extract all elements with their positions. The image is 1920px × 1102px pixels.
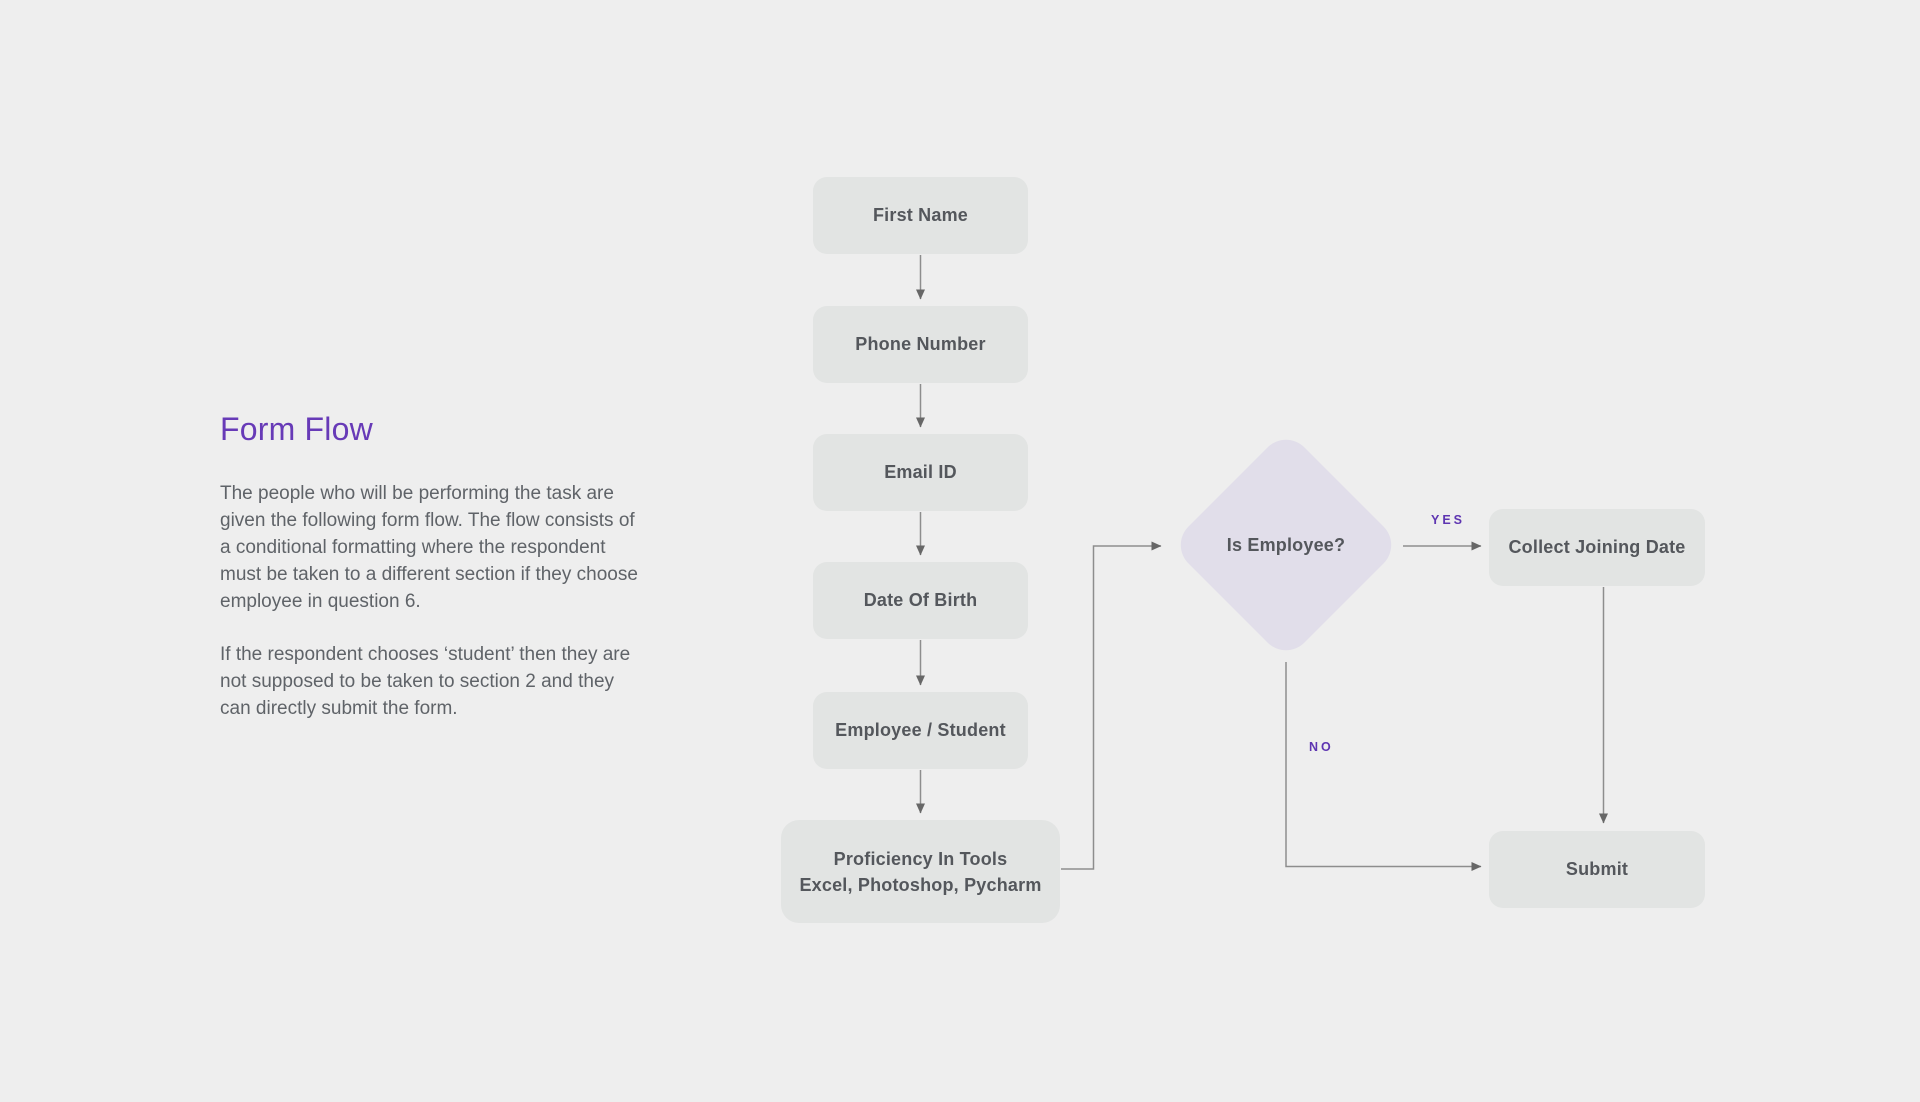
description-paragraph-2: If the respondent chooses ‘student’ then…	[220, 644, 631, 719]
node-first-name: First Name	[813, 177, 1028, 254]
node-email-id: Email ID	[813, 434, 1028, 511]
node-email-id-label: Email ID	[884, 462, 957, 482]
edge-label-no: NO	[1309, 740, 1334, 754]
node-first-name-label: First Name	[872, 205, 969, 225]
node-is-employee: Is Employee?	[1170, 429, 1402, 661]
page-title: Form Flow	[220, 411, 373, 447]
node-collect-joining-date: Collect Joining Date	[1489, 509, 1705, 586]
node-submit: Submit	[1489, 831, 1705, 908]
node-is-employee-label: Is Employee?	[1226, 534, 1346, 555]
node-date-of-birth-label: Date Of Birth	[863, 590, 978, 610]
node-proficiency-label-line1: Proficiency In Tools	[833, 848, 1008, 869]
description-panel: Form Flow The people who will be perform…	[220, 408, 670, 722]
node-date-of-birth: Date Of Birth	[813, 562, 1028, 639]
node-employee-student: Employee / Student	[813, 692, 1028, 769]
node-proficiency-label-line2: Excel, Photoshop, Pycharm	[799, 874, 1042, 895]
node-employee-student-label: Employee / Student	[835, 720, 1006, 740]
node-submit-label: Submit	[1565, 859, 1629, 879]
edge-label-yes: YES	[1430, 513, 1465, 527]
node-proficiency-in-tools: Proficiency In Tools Excel, Photoshop, P…	[781, 820, 1060, 923]
node-phone-number: Phone Number	[813, 306, 1028, 383]
description-paragraph-1: The people who will be performing the ta…	[220, 483, 638, 612]
node-collect-joining-date-label: Collect Joining Date	[1508, 537, 1686, 557]
node-phone-number-label: Phone Number	[855, 334, 986, 354]
